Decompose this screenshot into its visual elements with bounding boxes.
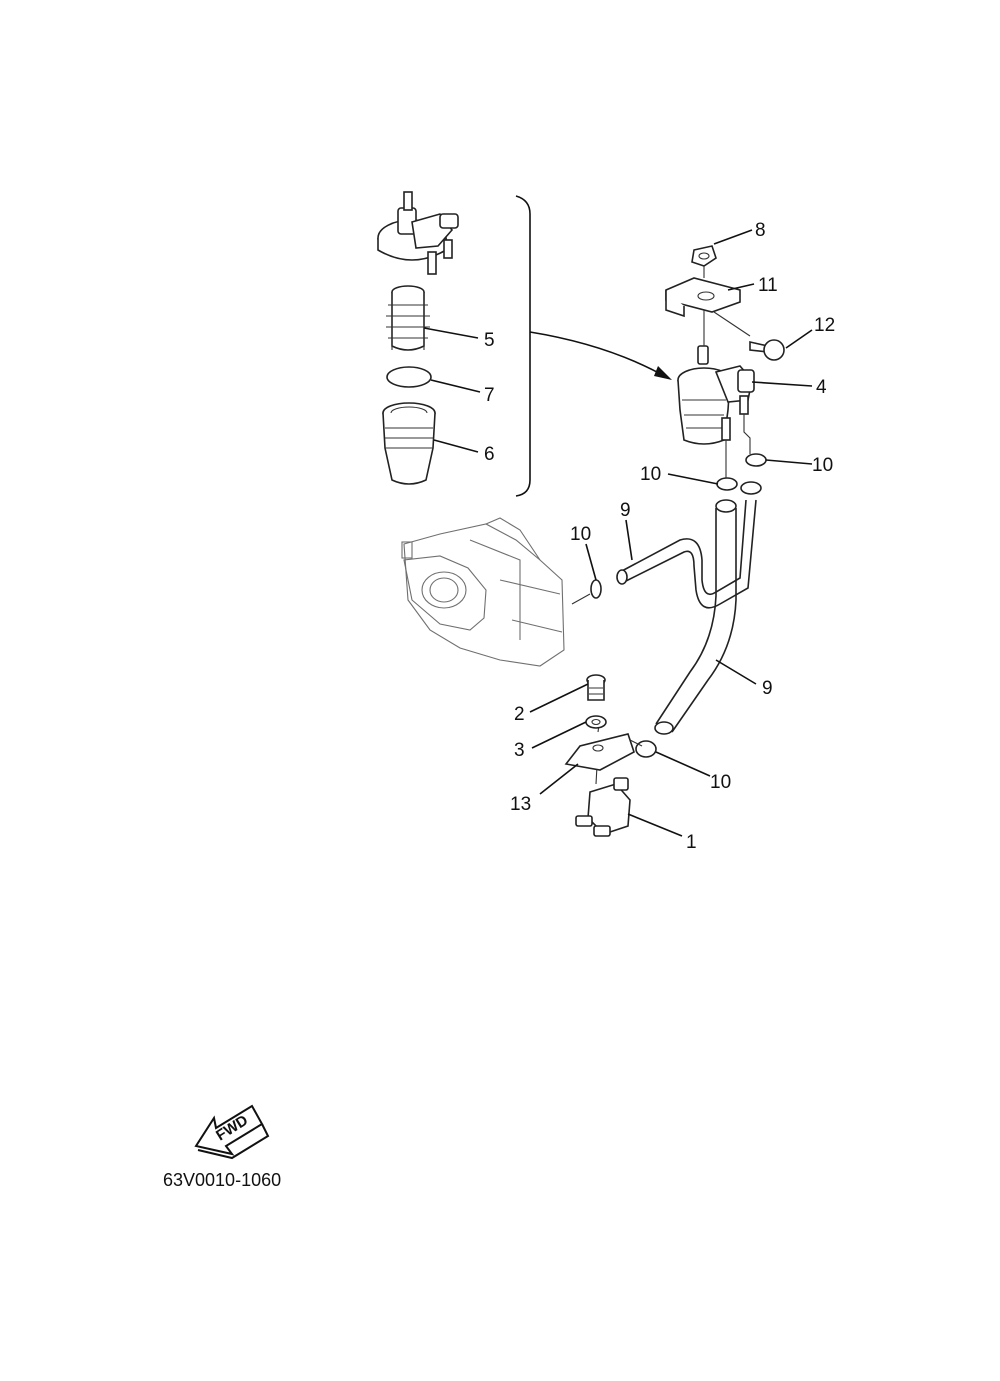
callout-10-clip-right: 10 — [812, 455, 833, 476]
callout-11: 11 — [758, 275, 778, 296]
carburetor-outline — [401, 517, 565, 667]
callout-4: 4 — [816, 377, 827, 398]
hose-clip-parts — [590, 453, 767, 758]
fuel-filter-assembly-part — [677, 345, 755, 445]
callout-3: 3 — [514, 740, 525, 761]
bolt-part — [749, 339, 785, 361]
fuel-hose-upper-part — [616, 481, 762, 609]
washer-part — [585, 715, 607, 729]
callout-1: 1 — [686, 832, 697, 853]
callout-12: 12 — [814, 315, 835, 336]
fuel-hose-lower-part — [654, 499, 737, 735]
filter-bracket-part — [665, 277, 741, 318]
callout-10-clip-carb: 10 — [570, 524, 591, 545]
callout-2: 2 — [514, 704, 525, 725]
detail-arrow-head-icon — [654, 366, 672, 380]
callout-9-hose-lower: 9 — [762, 678, 773, 699]
detail-group-bracket — [515, 195, 531, 497]
filter-element-detail — [386, 285, 430, 351]
filter-cup-detail — [382, 402, 436, 485]
assembly-connection-lines — [571, 266, 751, 785]
fwd-arrow-icon: FWD — [194, 1104, 270, 1160]
callout-8: 8 — [755, 220, 766, 241]
screw-part — [586, 674, 606, 701]
callout-10-clip-filter: 10 — [640, 464, 661, 485]
plate-part — [564, 733, 635, 771]
diagram-code: 63V0010-1060 — [163, 1170, 281, 1190]
callout-6: 6 — [484, 444, 495, 465]
callout-10-clip-joint: 10 — [710, 772, 731, 793]
filter-cap-detail — [377, 191, 459, 275]
fuel-joint-part — [575, 777, 631, 837]
detail-arrow-line — [529, 331, 669, 379]
nut-part — [691, 245, 717, 267]
o-ring-detail — [386, 366, 432, 388]
callout-13: 13 — [510, 794, 531, 815]
callout-7: 7 — [484, 385, 495, 406]
callout-9-hose-upper: 9 — [620, 500, 631, 521]
callout-5: 5 — [484, 330, 495, 351]
leader-lines — [423, 229, 813, 837]
